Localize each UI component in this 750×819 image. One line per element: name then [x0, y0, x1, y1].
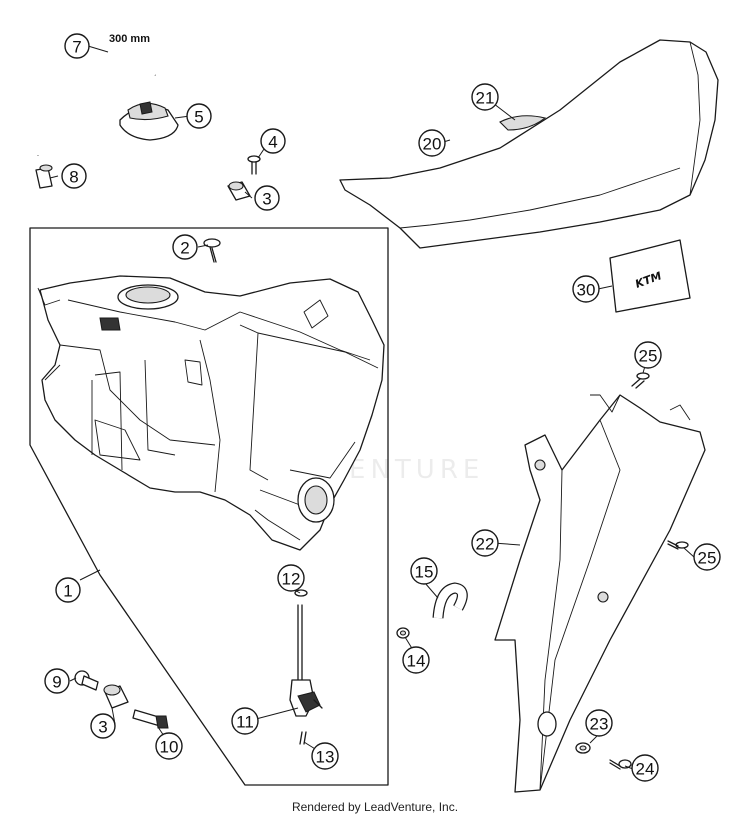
callout-c1: 1 [55, 577, 81, 603]
callout-circle [61, 163, 87, 189]
callout-number: 21 [476, 89, 495, 108]
hose-clamp-14 [396, 627, 410, 639]
callout-number: 14 [407, 652, 426, 671]
callout-c7: 7 [64, 33, 90, 59]
callout-c23: 23 [585, 709, 613, 737]
callout-circle [155, 732, 183, 760]
callout-circle [631, 754, 659, 782]
screw-24 [609, 759, 632, 770]
callout-circle [402, 646, 430, 674]
spacer-3-bottom [103, 684, 129, 709]
callout-number: 10 [160, 738, 179, 757]
callout-number: 25 [698, 549, 717, 568]
callout-number: 30 [577, 281, 596, 300]
callout-number: 20 [423, 135, 442, 154]
fuel-tank [37, 275, 385, 551]
callout-number: 15 [415, 563, 434, 582]
seat [339, 39, 719, 249]
callout-circle [693, 543, 721, 571]
callout-c8: 8 [61, 163, 87, 189]
fuel-tap [289, 589, 323, 717]
callout-circle [172, 234, 198, 260]
callout-c4: 4 [260, 128, 286, 154]
callout-c11: 11 [231, 707, 259, 735]
callout-c22: 22 [471, 529, 499, 557]
screw-25-right [667, 540, 689, 550]
callout-circle [471, 83, 499, 111]
callout-number: 9 [52, 673, 61, 692]
callout-c9: 9 [44, 668, 70, 694]
callout-circle [260, 128, 286, 154]
callout-number: 12 [282, 570, 301, 589]
callout-c20: 20 [418, 129, 446, 157]
callout-c12: 12 [277, 564, 305, 592]
fuel-cap [119, 101, 179, 141]
screw-9 [74, 670, 99, 691]
bolt-10 [132, 709, 169, 729]
callout-number: 11 [236, 713, 254, 732]
callout-c10: 10 [155, 732, 183, 760]
hose-length-label: 300 mm [109, 33, 150, 45]
callout-c24: 24 [631, 754, 659, 782]
callout-number: 22 [476, 535, 495, 554]
callout-c25b: 25 [693, 543, 721, 571]
callout-c25a: 25 [634, 341, 662, 369]
screw-25-top [631, 372, 650, 389]
callout-number: 8 [69, 168, 78, 187]
fuel-hose-15 [432, 582, 468, 619]
callout-circle [410, 557, 438, 585]
breather-valve [35, 164, 53, 189]
callout-c5: 5 [186, 103, 212, 129]
callout-circle [90, 713, 116, 739]
callout-number: 1 [63, 582, 72, 601]
callout-circle [277, 564, 305, 592]
callout-number: 13 [316, 748, 335, 767]
tank-group-frame [29, 227, 389, 786]
callout-circle [186, 103, 212, 129]
callout-circle [634, 341, 662, 369]
callout-circle [311, 742, 339, 770]
callout-number: 3 [98, 718, 107, 737]
callout-c3b: 3 [90, 713, 116, 739]
callout-c2: 2 [172, 234, 198, 260]
callout-c21: 21 [471, 83, 499, 111]
callout-circle [44, 668, 70, 694]
callout-circle [585, 709, 613, 737]
screw-4 [247, 155, 261, 175]
callout-number: 25 [639, 347, 658, 366]
callout-circle [64, 33, 90, 59]
callout-circle [572, 275, 600, 303]
callout-c13: 13 [311, 742, 339, 770]
callout-circle [418, 129, 446, 157]
callout-circle [254, 185, 280, 211]
callout-number: 4 [268, 133, 277, 152]
callout-circle [231, 707, 259, 735]
callout-number: 23 [590, 715, 609, 734]
footer-credit: Rendered by LeadVenture, Inc. [292, 800, 458, 814]
washer-23 [575, 742, 591, 754]
callout-circle [471, 529, 499, 557]
callout-number: 5 [194, 108, 203, 127]
callout-number: 2 [180, 239, 189, 258]
callout-number: 24 [636, 760, 655, 779]
callout-c30: 30 [572, 275, 600, 303]
spacer-3-top [227, 181, 251, 201]
screw-2 [203, 238, 221, 263]
callout-c14: 14 [402, 646, 430, 674]
callout-c3a: 3 [254, 185, 280, 211]
seat-cover: KTM [609, 239, 691, 313]
callout-number: 7 [72, 38, 81, 57]
callout-number: 3 [262, 190, 271, 209]
callout-c15: 15 [410, 557, 438, 585]
callout-circle [55, 577, 81, 603]
side-cover [494, 394, 706, 793]
